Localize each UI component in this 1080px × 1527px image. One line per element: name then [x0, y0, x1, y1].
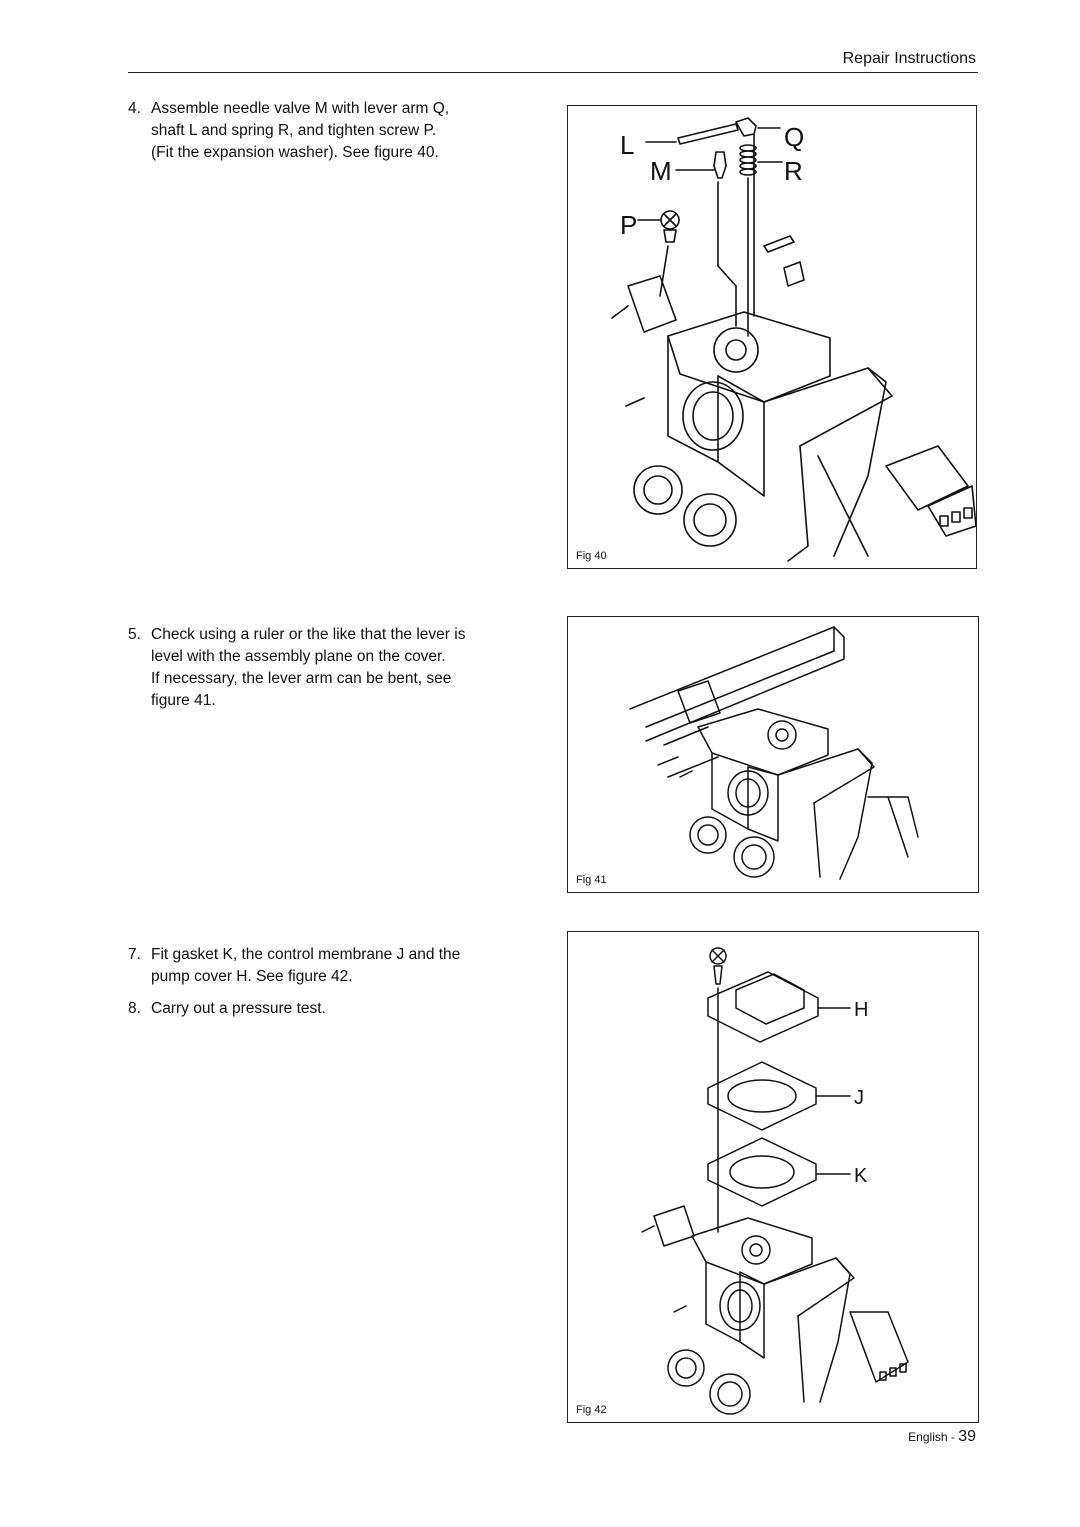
step-number: 4.	[128, 100, 141, 117]
callout-K: K	[854, 1165, 868, 1187]
step-7: 7. Fit gasket K, the control membrane J …	[128, 944, 528, 988]
step-text-line: Check using a ruler or the like that the…	[151, 626, 466, 643]
figure-caption: Fig 40	[576, 550, 607, 562]
figure-40: L Q M R P Fig 40	[567, 105, 977, 569]
header-rule	[128, 72, 978, 73]
footer-language: English -	[908, 1430, 959, 1444]
carburetor-ruler-illustration	[629, 626, 919, 880]
step-text-line: figure 41.	[151, 692, 216, 709]
step-text-line: pump cover H. See figure 42.	[151, 968, 353, 985]
page-number: 39	[958, 1428, 976, 1445]
step-4: 4. Assemble needle valve M with lever ar…	[128, 98, 528, 164]
step-5: 5. Check using a ruler or the like that …	[128, 624, 528, 712]
step-text-line: Assemble needle valve M with lever arm Q…	[151, 100, 450, 117]
figure-caption: Fig 42	[576, 1404, 607, 1416]
callout-Q: Q	[784, 122, 804, 152]
step-text-line: (Fit the expansion washer). See figure 4…	[151, 144, 439, 161]
step-number: 7.	[128, 946, 141, 963]
figure-42: H J K Fig 42	[567, 931, 979, 1423]
step-number: 8.	[128, 1000, 141, 1017]
callout-P: P	[620, 210, 637, 240]
pump-cover-exploded-illustration: H J K	[641, 947, 909, 1415]
callout-H: H	[854, 999, 868, 1021]
page-footer: English - 39	[908, 1428, 976, 1446]
page-header-title: Repair Instructions	[842, 50, 976, 67]
step-text-line: Fit gasket K, the control membrane J and…	[151, 946, 461, 963]
carburetor-exploded-illustration: L Q M R P	[611, 117, 976, 562]
step-8: 8. Carry out a pressure test.	[128, 998, 528, 1020]
step-text-line: level with the assembly plane on the cov…	[151, 648, 446, 665]
callout-J: J	[854, 1087, 864, 1109]
callout-R: R	[784, 156, 803, 186]
callout-L: L	[620, 130, 634, 160]
step-text-line: Carry out a pressure test.	[151, 1000, 326, 1017]
callout-M: M	[650, 156, 672, 186]
step-text-line: shaft L and spring R, and tighten screw …	[151, 122, 437, 139]
figure-41: Fig 41	[567, 616, 979, 893]
step-number: 5.	[128, 626, 141, 643]
figure-caption: Fig 41	[576, 874, 607, 886]
step-text-line: If necessary, the lever arm can be bent,…	[151, 670, 452, 687]
